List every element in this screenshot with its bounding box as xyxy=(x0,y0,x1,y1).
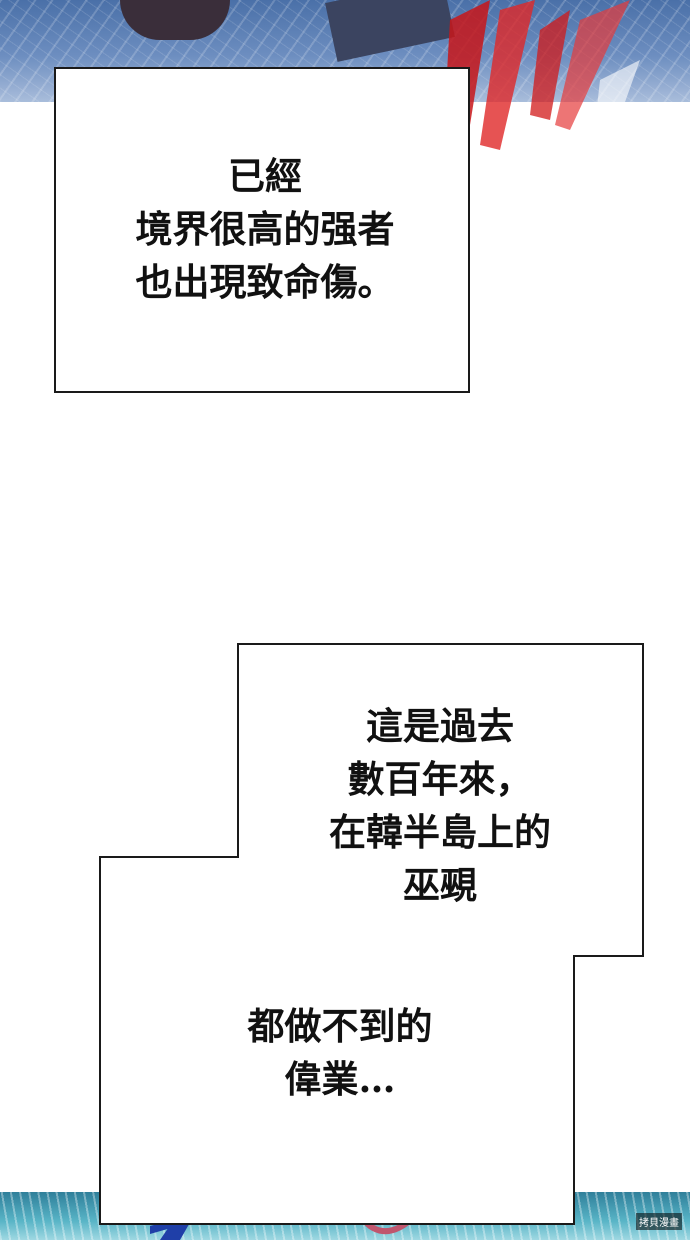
caption-1-line-1: 已經 xyxy=(228,154,302,198)
caption-text-1: 已經境界很高的强者也出現致命傷。 xyxy=(100,150,430,309)
caption-text-2: 這是過去數百年來， 在韓半島上的巫覡 xyxy=(300,700,580,912)
dark-figure-shape xyxy=(120,0,230,40)
caption-3-line-2: 偉業… xyxy=(284,1057,396,1101)
dark-figure-shape-2 xyxy=(325,0,455,62)
caption-1-line-3: 也出現致命傷。 xyxy=(135,260,395,304)
caption-2-line-1: 這是過去 xyxy=(366,704,514,748)
pink-brush-stroke xyxy=(308,1205,418,1235)
watermark: 拷貝漫畫 xyxy=(636,1213,682,1230)
caption-2-line-3: 在韓半島上的 xyxy=(329,810,551,854)
caption-text-3: 都做不到的偉業… xyxy=(200,1000,480,1106)
caption-2-line-4: 巫覡 xyxy=(403,863,477,907)
caption-1-line-2: 境界很高的强者 xyxy=(135,207,395,251)
blue-brush-stroke xyxy=(150,1196,205,1240)
caption-2-line-2: 數百年來， xyxy=(347,757,533,801)
caption-box-1 xyxy=(54,67,470,393)
caption-3-line-1: 都做不到的 xyxy=(247,1004,433,1048)
